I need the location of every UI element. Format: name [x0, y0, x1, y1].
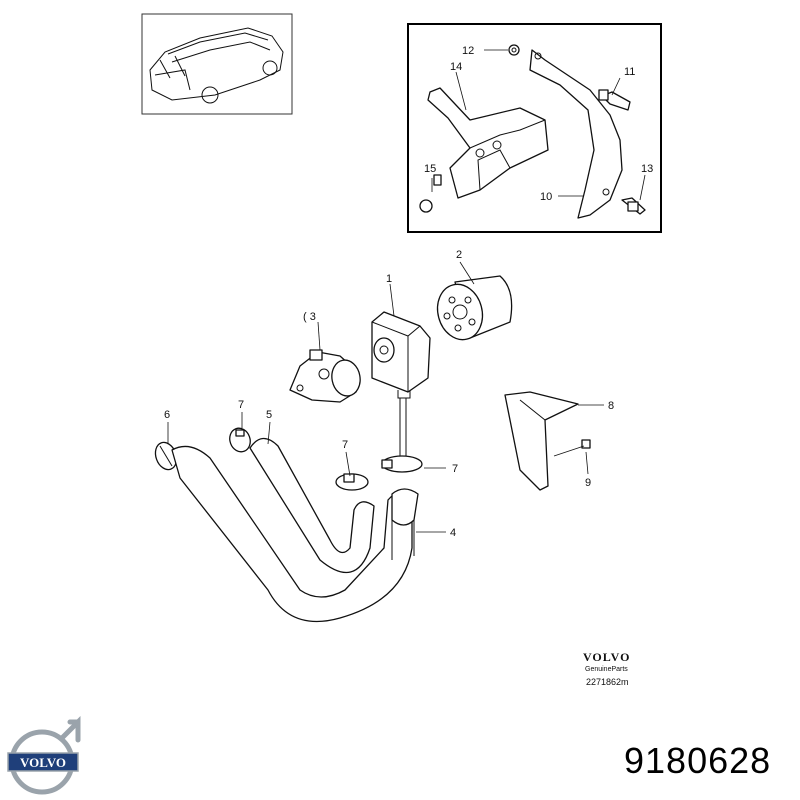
- callout-15: 15: [424, 163, 436, 175]
- callout-3: ( 3: [303, 311, 316, 323]
- bracket-arm: [427, 87, 549, 199]
- callout-4: 4: [450, 527, 456, 539]
- callout-2: 2: [456, 249, 462, 261]
- side-plate: [529, 49, 623, 219]
- cooler-pipe: [399, 398, 407, 456]
- logo-wordmark: VOLVO: [20, 755, 66, 770]
- callout-12: 12: [462, 45, 474, 57]
- hose-5: [249, 437, 375, 574]
- callout-7c: 7: [452, 463, 458, 475]
- callout-11: 11: [624, 66, 635, 78]
- callout-10: 10: [540, 191, 552, 203]
- part-number: 9180628: [624, 740, 772, 781]
- brand-subtitle: GenuineParts: [585, 666, 628, 673]
- oil-cooler: [371, 311, 431, 399]
- callout-1: 1: [386, 273, 392, 285]
- callout-8: 8: [608, 400, 614, 412]
- drawing-code: 2271862m: [586, 677, 629, 687]
- brand-wordmark: VOLVO: [583, 650, 631, 664]
- callout-5: 5: [266, 409, 272, 421]
- bolt-13: [621, 197, 646, 215]
- oil-filter: [436, 275, 513, 341]
- callout-7a: 7: [238, 399, 244, 411]
- bolt-11: [598, 89, 631, 111]
- callout-14: 14: [450, 61, 462, 73]
- hose-clamp-7b: [335, 473, 369, 491]
- hose-clamp-7a: [229, 427, 251, 453]
- callout-7b: 7: [342, 439, 348, 451]
- vehicle-thumbnail: [141, 13, 293, 115]
- callout-13: 13: [641, 163, 653, 175]
- thermostat-housing: [289, 349, 361, 403]
- callout-6: 6: [164, 409, 170, 421]
- hose-clamp-7c: [381, 455, 423, 473]
- bracket-8: [504, 391, 591, 491]
- hose-4: [391, 488, 419, 560]
- callout-9: 9: [585, 477, 591, 489]
- nut-12: [508, 44, 520, 56]
- volvo-logo: VOLVO: [7, 715, 81, 795]
- bolt-15: [419, 174, 442, 213]
- bracket-detail-box: 12 11 14 13 10 15: [407, 23, 662, 233]
